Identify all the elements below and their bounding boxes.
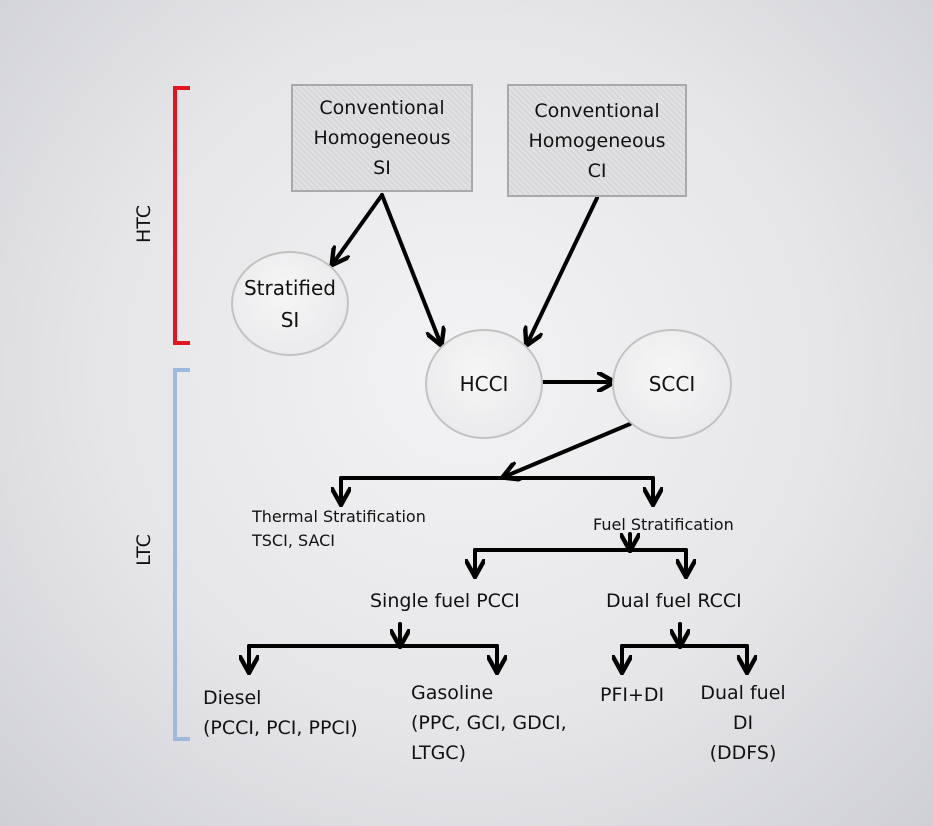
htc-label: HTC xyxy=(133,204,155,244)
arrow-si-to-stratified xyxy=(334,193,384,262)
gasoline-line1: Gasoline xyxy=(411,682,494,704)
arrow-scci-to-split xyxy=(506,422,632,476)
conventional-ci-box: Conventional Homogeneous CI xyxy=(507,84,687,197)
dual-fuel-di-line2: DI xyxy=(732,712,754,734)
conventional-ci-line2: Homogeneous xyxy=(528,129,666,152)
ltc-bracket xyxy=(173,368,190,741)
hcci-node: HCCI xyxy=(425,329,543,439)
dual-fuel-di-line1: Dual fuel xyxy=(700,682,786,704)
gasoline-line3: LTGC) xyxy=(411,742,466,764)
stratified-si-node: Stratified SI xyxy=(231,251,349,356)
single-fuel-pcci-label: Single fuel PCCI xyxy=(370,590,520,612)
pfi-di-label: PFI+DI xyxy=(600,684,665,706)
conventional-si-line1: Conventional xyxy=(319,97,445,119)
scci-node: SCCI xyxy=(612,329,732,439)
diesel-label: Diesel (PCCI, PCI, PPCI) xyxy=(203,683,358,743)
conventional-si-box: Conventional Homogeneous SI xyxy=(291,84,473,192)
conventional-si-line2: Homogeneous xyxy=(313,127,451,149)
stratified-si-line1: Stratified xyxy=(243,275,336,300)
stratified-si-line2: SI xyxy=(280,307,300,332)
arrow-ci-to-hcci xyxy=(528,196,599,342)
gasoline-label: Gasoline (PPC, GCI, GDCI, LTGC) xyxy=(411,678,567,768)
diesel-line2: (PCCI, PCI, PPCI) xyxy=(203,717,358,739)
thermal-stratification-line1: Thermal Stratification xyxy=(252,507,426,526)
fuel-stratification-label: Fuel Stratification xyxy=(593,515,734,534)
scci-label: SCCI xyxy=(648,372,696,396)
ltc-label: LTC xyxy=(133,534,155,566)
conventional-si-line3: SI xyxy=(373,157,391,179)
hcci-label: HCCI xyxy=(459,372,509,396)
gasoline-line2: (PPC, GCI, GDCI, xyxy=(411,712,567,734)
htc-bracket xyxy=(173,86,190,345)
conventional-ci-line3: CI xyxy=(587,159,607,182)
conventional-ci-line1: Conventional xyxy=(534,99,660,122)
thermal-stratification-label: Thermal Stratification TSCI, SACI xyxy=(252,505,426,553)
thermal-stratification-line2: TSCI, SACI xyxy=(252,531,335,550)
dual-fuel-di-label: Dual fuel DI (DDFS) xyxy=(693,678,793,768)
dual-fuel-rcci-label: Dual fuel RCCI xyxy=(606,590,742,612)
diesel-line1: Diesel xyxy=(203,687,262,709)
dual-fuel-di-line3: (DDFS) xyxy=(709,742,777,764)
arrow-si-to-hcci xyxy=(380,193,440,342)
